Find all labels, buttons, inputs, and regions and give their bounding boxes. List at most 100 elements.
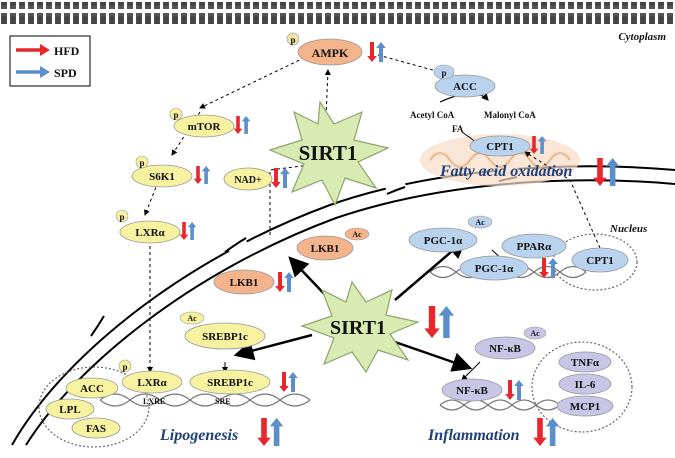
svg-text:NAD+: NAD+ bbox=[234, 175, 262, 186]
hfd-down-arrow-icon bbox=[271, 168, 281, 188]
svg-text:p: p bbox=[122, 362, 127, 372]
sirt1-center-hfd-spd-arrows bbox=[424, 306, 455, 338]
mcp1-node: MCP1 bbox=[556, 395, 614, 417]
svg-text:NF-κB: NF-κB bbox=[489, 343, 521, 355]
spd-up-arrow-icon bbox=[201, 166, 211, 184]
pgc1a-ac-node: PGC-1α Ac bbox=[408, 215, 493, 253]
hfd-down-arrow-icon bbox=[193, 166, 203, 184]
hfd-down-arrow-icon bbox=[279, 372, 289, 392]
nfkb-node: NF-κB bbox=[441, 378, 503, 402]
svg-text:Ac: Ac bbox=[352, 230, 362, 239]
spd-up-arrow-icon bbox=[605, 158, 620, 186]
svg-text:LXRα: LXRα bbox=[135, 227, 165, 239]
pgc1a-node: PGC-1α bbox=[459, 255, 529, 281]
nad-node: NAD+ bbox=[223, 167, 273, 191]
svg-text:SREBP1c: SREBP1c bbox=[202, 331, 248, 343]
acc-top-node: ACC p bbox=[433, 64, 496, 98]
svg-text:p: p bbox=[173, 110, 178, 120]
sre-label: SRE bbox=[215, 397, 231, 406]
svg-text:CPT1: CPT1 bbox=[486, 141, 514, 153]
hfd-down-arrow-icon bbox=[424, 306, 440, 338]
spd-up-arrow-icon bbox=[280, 168, 290, 188]
srebp1c-ac-node: SREBP1c Ac bbox=[179, 311, 266, 350]
lipogenesis-label: Lipogenesis bbox=[159, 427, 238, 444]
hfd-down-arrow-icon bbox=[539, 258, 549, 278]
srebp1c-hfd-spd-arrows bbox=[279, 372, 298, 392]
hfd-down-arrow-icon bbox=[367, 42, 377, 62]
s6k1-hfd-spd-arrows bbox=[193, 166, 211, 184]
lkb1-hfd-spd-arrows bbox=[275, 272, 294, 292]
fatty-acid-oxidation-label: Fatty acid oxidation bbox=[439, 163, 573, 180]
hfd-down-arrow-icon bbox=[257, 418, 271, 446]
hfd-down-arrow-icon bbox=[233, 116, 243, 134]
svg-text:LPL: LPL bbox=[59, 404, 80, 416]
ppara-node: PPARα bbox=[501, 233, 567, 259]
spd-up-arrow-icon bbox=[514, 380, 524, 400]
svg-text:NF-κB: NF-κB bbox=[456, 385, 488, 397]
svg-text:LKB1: LKB1 bbox=[230, 277, 259, 289]
lkb1-ac-node: LKB1 Ac bbox=[296, 227, 370, 261]
cytoplasm-label: Cytoplasm bbox=[618, 31, 666, 43]
lxre-label: LXRE bbox=[143, 397, 165, 406]
mtor-hfd-spd-arrows bbox=[233, 116, 251, 134]
inflammation-hfd-spd-arrows bbox=[533, 418, 560, 446]
sirt1-star-top: SIRT1 bbox=[268, 100, 390, 207]
svg-text:S6K1: S6K1 bbox=[149, 171, 175, 183]
fao-hfd-spd-arrows bbox=[593, 158, 620, 186]
svg-text:p: p bbox=[441, 68, 446, 78]
svg-text:p: p bbox=[290, 35, 295, 45]
legend: HFD SPD bbox=[9, 35, 91, 87]
svg-text:p: p bbox=[119, 212, 124, 222]
fas-node: FAS bbox=[71, 417, 121, 439]
nucleus-label: Nucleus bbox=[609, 223, 647, 235]
il6-node: IL-6 bbox=[558, 373, 612, 395]
svg-text:Ac: Ac bbox=[530, 329, 540, 338]
svg-text:PGC-1α: PGC-1α bbox=[475, 263, 514, 275]
svg-text:p: p bbox=[139, 158, 144, 168]
svg-text:MCP1: MCP1 bbox=[570, 401, 601, 413]
legend-spd: SPD bbox=[54, 66, 77, 80]
cell-membrane bbox=[0, 2, 675, 24]
svg-text:SREBP1c: SREBP1c bbox=[207, 377, 253, 389]
dna-inflammation bbox=[439, 399, 561, 411]
svg-text:IL-6: IL-6 bbox=[575, 379, 596, 391]
lxra-cyto-hfd-spd-arrows bbox=[179, 222, 197, 240]
svg-text:ACC: ACC bbox=[80, 383, 104, 395]
svg-text:CPT1: CPT1 bbox=[586, 255, 614, 267]
lpl-node: LPL bbox=[45, 398, 95, 420]
spd-up-arrow-icon bbox=[376, 42, 386, 62]
nfkb-hfd-spd-arrows bbox=[505, 380, 524, 400]
mitochondrion bbox=[420, 134, 580, 186]
ampk-hfd-spd-arrows bbox=[367, 42, 386, 62]
svg-text:LKB1: LKB1 bbox=[311, 243, 340, 255]
svg-text:Ac: Ac bbox=[187, 314, 197, 323]
svg-text:TNFα: TNFα bbox=[571, 357, 600, 369]
cytokine-genes-circle bbox=[531, 341, 633, 433]
fa-label: FA bbox=[452, 124, 464, 134]
lkb1-node: LKB1 bbox=[213, 269, 275, 295]
acetyl-coa-label: Acetyl CoA bbox=[410, 110, 455, 120]
cpt1-nuc-node: CPT1 bbox=[571, 247, 629, 273]
svg-text:mTOR: mTOR bbox=[188, 121, 222, 133]
acc-node: ACC bbox=[65, 377, 119, 399]
tnfa-node: TNFα bbox=[558, 351, 612, 373]
hfd-down-arrow-icon bbox=[179, 222, 189, 240]
s6k1-node: S6K1 p bbox=[131, 155, 193, 188]
spd-up-arrow-icon bbox=[241, 116, 251, 134]
hfd-down-arrow-icon bbox=[529, 136, 539, 154]
cpt1-mito-hfd-spd-arrows bbox=[529, 136, 547, 154]
lxra-cyto-node: LXRα p bbox=[115, 209, 181, 244]
lipogenesis-hfd-spd-arrows bbox=[257, 418, 284, 446]
sirt1-top-label: SIRT1 bbox=[299, 141, 358, 165]
svg-text:FAS: FAS bbox=[86, 423, 106, 435]
nad-hfd-spd-arrows bbox=[271, 168, 290, 188]
spd-up-arrow-icon bbox=[545, 418, 560, 446]
ampk-node: AMPK p bbox=[286, 32, 363, 66]
svg-text:PPARα: PPARα bbox=[517, 241, 553, 253]
svg-text:PGC-1α: PGC-1α bbox=[424, 235, 463, 247]
cpt1-gene-circle bbox=[552, 233, 638, 291]
pgc1a-hfd-spd-arrows bbox=[539, 258, 558, 278]
sirt1-star-center: SIRT1 bbox=[300, 280, 420, 374]
